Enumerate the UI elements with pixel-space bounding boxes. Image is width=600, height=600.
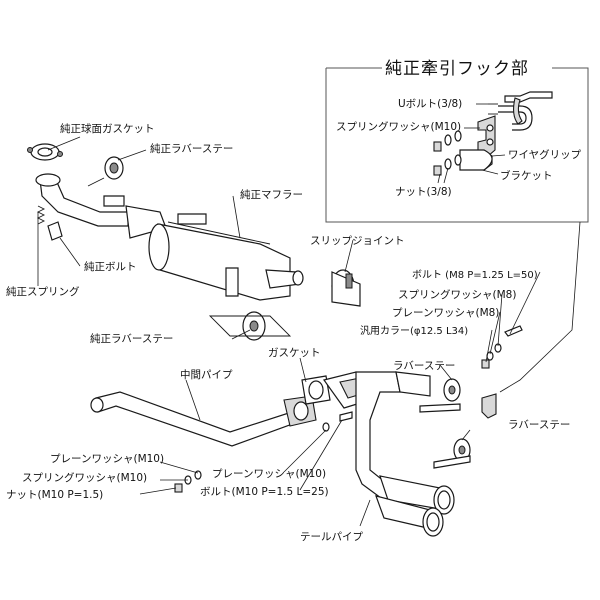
tow-hook-inset: 純正牽引フック部 — [325, 59, 589, 223]
label-oem-ball-gasket: 純正球面ガスケット — [60, 122, 155, 135]
tail-bracket — [481, 393, 497, 419]
label-slip-joint: スリップジョイント — [310, 235, 405, 247]
label-bracket: ブラケット — [500, 169, 553, 182]
tow-hook-rod — [504, 91, 553, 125]
rubber-stay-2-part — [433, 438, 471, 469]
inset-title: 純正牽引フック部 — [385, 59, 529, 79]
label-gasket: ガスケット — [268, 347, 321, 359]
label-plain-washer-m8: プレーンワッシャ(M8) — [392, 307, 499, 319]
label-collar: 汎用カラー(φ12.5 L34) — [360, 324, 468, 337]
label-u-bolt: Uボルト(3/8) — [398, 98, 462, 110]
oem-rubber-stay-top-part — [87, 156, 124, 187]
leader-lines — [37, 136, 541, 527]
m8-bolt-stack — [481, 325, 523, 369]
label-plain-washer-m10-center: プレーンワッシャ(M10) — [212, 468, 326, 480]
label-wire-grip: ワイヤグリップ — [508, 148, 582, 161]
label-nut-3-8: ナット(3/8) — [395, 186, 452, 198]
label-tail-pipe: テールパイプ — [300, 531, 363, 543]
wire-grip-part — [459, 149, 493, 171]
hook-bracket — [477, 115, 496, 157]
label-plain-washer-m10-left: プレーンワッシャ(M10) — [50, 453, 164, 465]
mid-pipe-part — [90, 375, 331, 447]
label-nut-m10: ナット(M10 P=1.5) — [6, 489, 103, 501]
label-spring-washer-m10-left: スプリングワッシャ(M10) — [22, 471, 147, 484]
label-mid-pipe: 中間パイプ — [180, 368, 233, 381]
label-rubber-stay-1: ラバーステー — [393, 360, 455, 372]
label-oem-rubber-stay-mid: 純正ラバーステー — [90, 332, 173, 345]
m10-hardware-center — [322, 411, 353, 432]
oem-muffler-assembly — [27, 143, 304, 301]
slip-joint-part — [331, 269, 361, 307]
label-bolt-m10: ボルト(M10 P=1.5 L=25) — [200, 486, 329, 498]
m10-hardware-left — [174, 470, 202, 493]
oem-rubber-stay-mid-part — [208, 311, 292, 341]
oem-spring-part — [36, 205, 63, 241]
hook-washers-nuts — [433, 130, 462, 176]
label-bolt-m8: ボルト (M8 P=1.25 L=50) — [412, 269, 538, 281]
label-rubber-stay-2: ラバーステー — [508, 419, 570, 431]
label-oem-muffler: 純正マフラー — [240, 188, 303, 201]
label-oem-bolt: 純正ボルト — [84, 260, 137, 273]
label-spring-washer-m8: スプリングワッシャ(M8) — [398, 288, 516, 301]
label-spring-washer-hook: スプリングワッシャ(M10) — [336, 120, 461, 133]
inset-leader — [499, 221, 581, 393]
tail-pipe-part — [322, 371, 455, 537]
label-oem-spring: 純正スプリング — [6, 285, 80, 298]
label-oem-rubber-stay-top: 純正ラバーステー — [150, 142, 233, 155]
rubber-stay-1-part — [419, 378, 461, 413]
